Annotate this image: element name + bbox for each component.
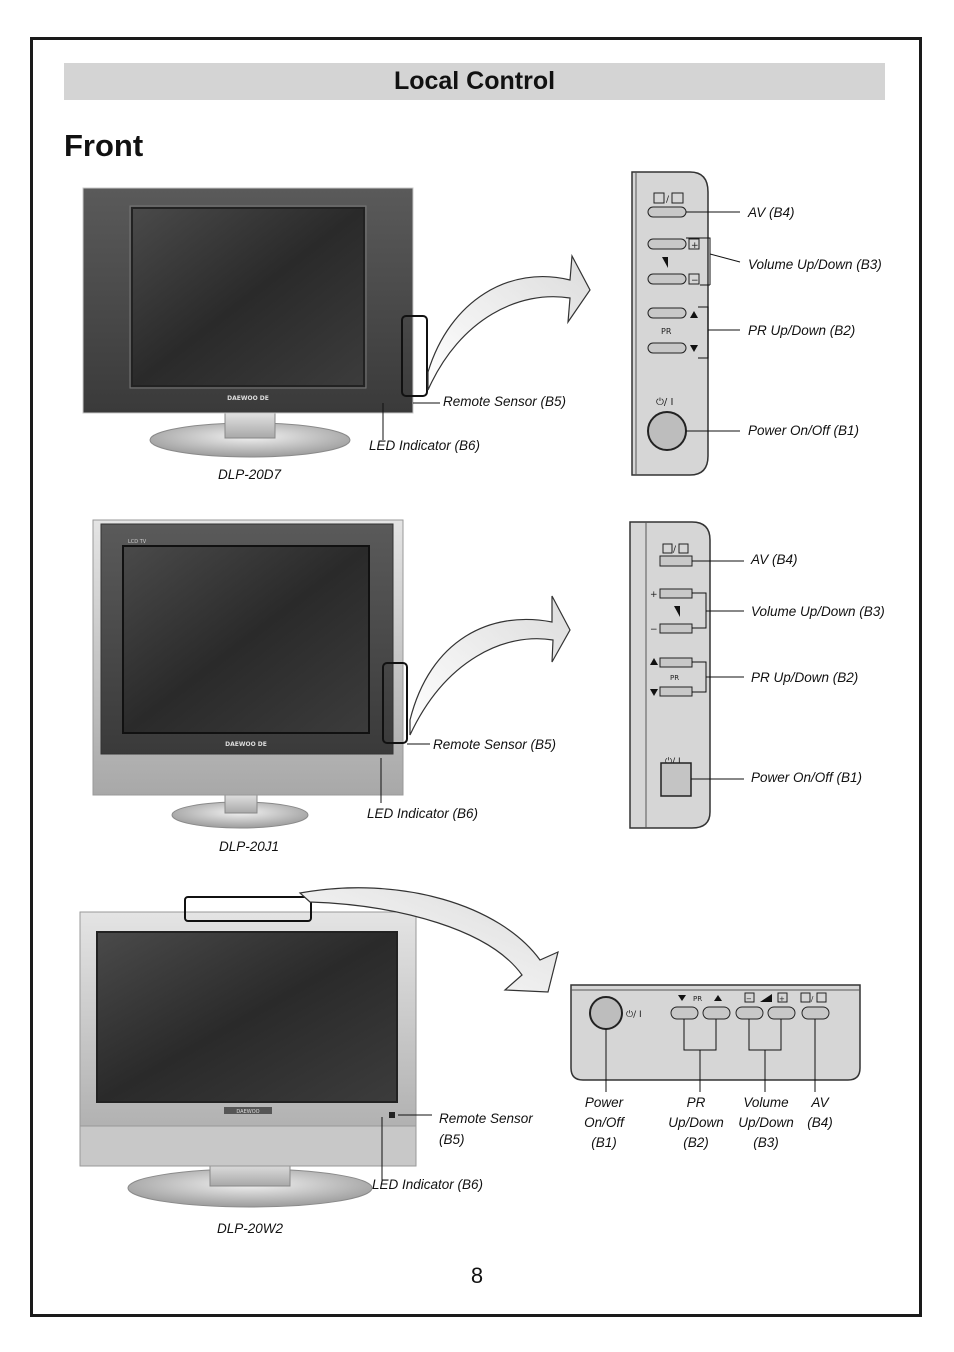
tv2-led-label: LED Indicator (B6) bbox=[367, 806, 479, 821]
svg-text:−: − bbox=[746, 995, 752, 1003]
tv1-pr-glyph: PR bbox=[661, 327, 672, 336]
section-banner: Local Control bbox=[64, 63, 885, 100]
tv1-pr-label: PR Up/Down (B2) bbox=[748, 323, 856, 338]
tv1-av-button[interactable] bbox=[647, 206, 687, 218]
tv3-remote-sensor-label: Remote Sensor (B5) bbox=[439, 1111, 533, 1147]
tv1-power-button[interactable] bbox=[647, 411, 687, 451]
tv3-power-label: Power On/Off (B1) bbox=[584, 1095, 624, 1150]
tv3-led-label: LED Indicator (B6) bbox=[372, 1177, 484, 1192]
tv1-model-name: DLP-20D7 bbox=[218, 467, 282, 482]
tv3-power-glyph: ⏻/ I bbox=[626, 1009, 642, 1020]
tv2-pr-up-button[interactable] bbox=[659, 657, 693, 668]
tv1-volume-up-button[interactable] bbox=[647, 238, 687, 250]
tv1-volume-down-button[interactable] bbox=[647, 273, 687, 285]
tv3-pr-label: PR Up/Down (B2) bbox=[668, 1095, 724, 1150]
tv3-volume-up-button[interactable] bbox=[767, 1006, 796, 1020]
tv3-power-button[interactable] bbox=[589, 996, 623, 1030]
tv2-remote-sensor-label: Remote Sensor (B5) bbox=[433, 737, 557, 752]
tv1-remote-sensor-label: Remote Sensor (B5) bbox=[443, 394, 567, 409]
section-title: Front bbox=[64, 128, 144, 163]
tv3-volume-label: Volume Up/Down (B3) bbox=[738, 1095, 794, 1150]
page-border bbox=[30, 37, 922, 1317]
tv1-logo: DAEWOO DE bbox=[227, 395, 269, 402]
panel-dlp-20j1: / + − PR ⏻/ I bbox=[629, 521, 744, 829]
tv3-av-button[interactable] bbox=[801, 1006, 830, 1020]
tv2-model-name: DLP-20J1 bbox=[219, 839, 280, 854]
svg-text:/: / bbox=[811, 995, 814, 1003]
tv2-pr-glyph: PR bbox=[670, 674, 679, 682]
tv2-volume-up-button[interactable] bbox=[659, 588, 693, 599]
tv-dlp-20w2: DAEWOO bbox=[79, 896, 432, 1208]
tv1-power-glyph: ⏻/ I bbox=[656, 397, 673, 408]
tv1-pr-down-button[interactable] bbox=[647, 342, 687, 354]
svg-text:+: + bbox=[650, 590, 658, 600]
svg-text:−: − bbox=[691, 276, 699, 286]
tv2-zoom-arrow bbox=[409, 595, 571, 736]
tv2-av-button[interactable] bbox=[659, 555, 693, 567]
tv3-logo: DAEWOO bbox=[236, 1109, 259, 1115]
tv2-av-label: AV (B4) bbox=[751, 552, 798, 567]
tv1-av-label: AV (B4) bbox=[748, 205, 795, 220]
tv3-model-name: DLP-20W2 bbox=[217, 1221, 284, 1236]
tv2-pr-label: PR Up/Down (B2) bbox=[751, 670, 859, 685]
svg-text:+: + bbox=[691, 241, 699, 251]
panel-dlp-20w2: ⏻/ I PR − + / bbox=[570, 984, 861, 1092]
tv2-power-label: Power On/Off (B1) bbox=[751, 770, 863, 785]
tv-dlp-20j1: LCD TV DAEWOO DE bbox=[92, 519, 430, 829]
tv2-pr-down-button[interactable] bbox=[659, 686, 693, 697]
svg-text:/: / bbox=[666, 195, 670, 205]
tv2-volume-down-button[interactable] bbox=[659, 623, 693, 634]
panel-dlp-20d7: / + − PR ⏻/ I bbox=[631, 171, 741, 476]
tv2-power-glyph: ⏻/ I bbox=[665, 756, 681, 767]
tv1-pr-up-button[interactable] bbox=[647, 307, 687, 319]
tv3-pr-glyph: PR bbox=[693, 995, 702, 1003]
page-number: 8 bbox=[470, 1263, 484, 1288]
tv2-volume-label: Volume Up/Down (B3) bbox=[751, 604, 885, 619]
tv1-zoom-arrow bbox=[427, 253, 591, 391]
tv1-led-label: LED Indicator (B6) bbox=[369, 438, 481, 453]
tv2-logo: DAEWOO DE bbox=[225, 741, 267, 748]
tv1-volume-label: Volume Up/Down (B3) bbox=[748, 257, 882, 272]
tv-dlp-20d7: DAEWOO DE bbox=[82, 187, 440, 458]
svg-text:+: + bbox=[779, 995, 785, 1003]
tv1-control-highlight bbox=[401, 315, 428, 397]
tv3-pr-up-button[interactable] bbox=[702, 1006, 731, 1020]
tv1-power-label: Power On/Off (B1) bbox=[748, 423, 860, 438]
tv3-av-label: AV (B4) bbox=[807, 1095, 833, 1130]
tv2-power-button[interactable] bbox=[660, 762, 692, 797]
tv2-brand-small: LCD TV bbox=[128, 539, 147, 545]
tv3-pr-down-button[interactable] bbox=[670, 1006, 699, 1020]
tv3-control-highlight bbox=[184, 896, 312, 922]
banner-title: Local Control bbox=[393, 67, 556, 95]
tv3-zoom-arrow bbox=[298, 887, 559, 993]
svg-text:−: − bbox=[650, 625, 658, 635]
tv2-control-highlight bbox=[382, 662, 408, 744]
tv3-volume-down-button[interactable] bbox=[735, 1006, 764, 1020]
svg-text:/: / bbox=[673, 545, 677, 555]
